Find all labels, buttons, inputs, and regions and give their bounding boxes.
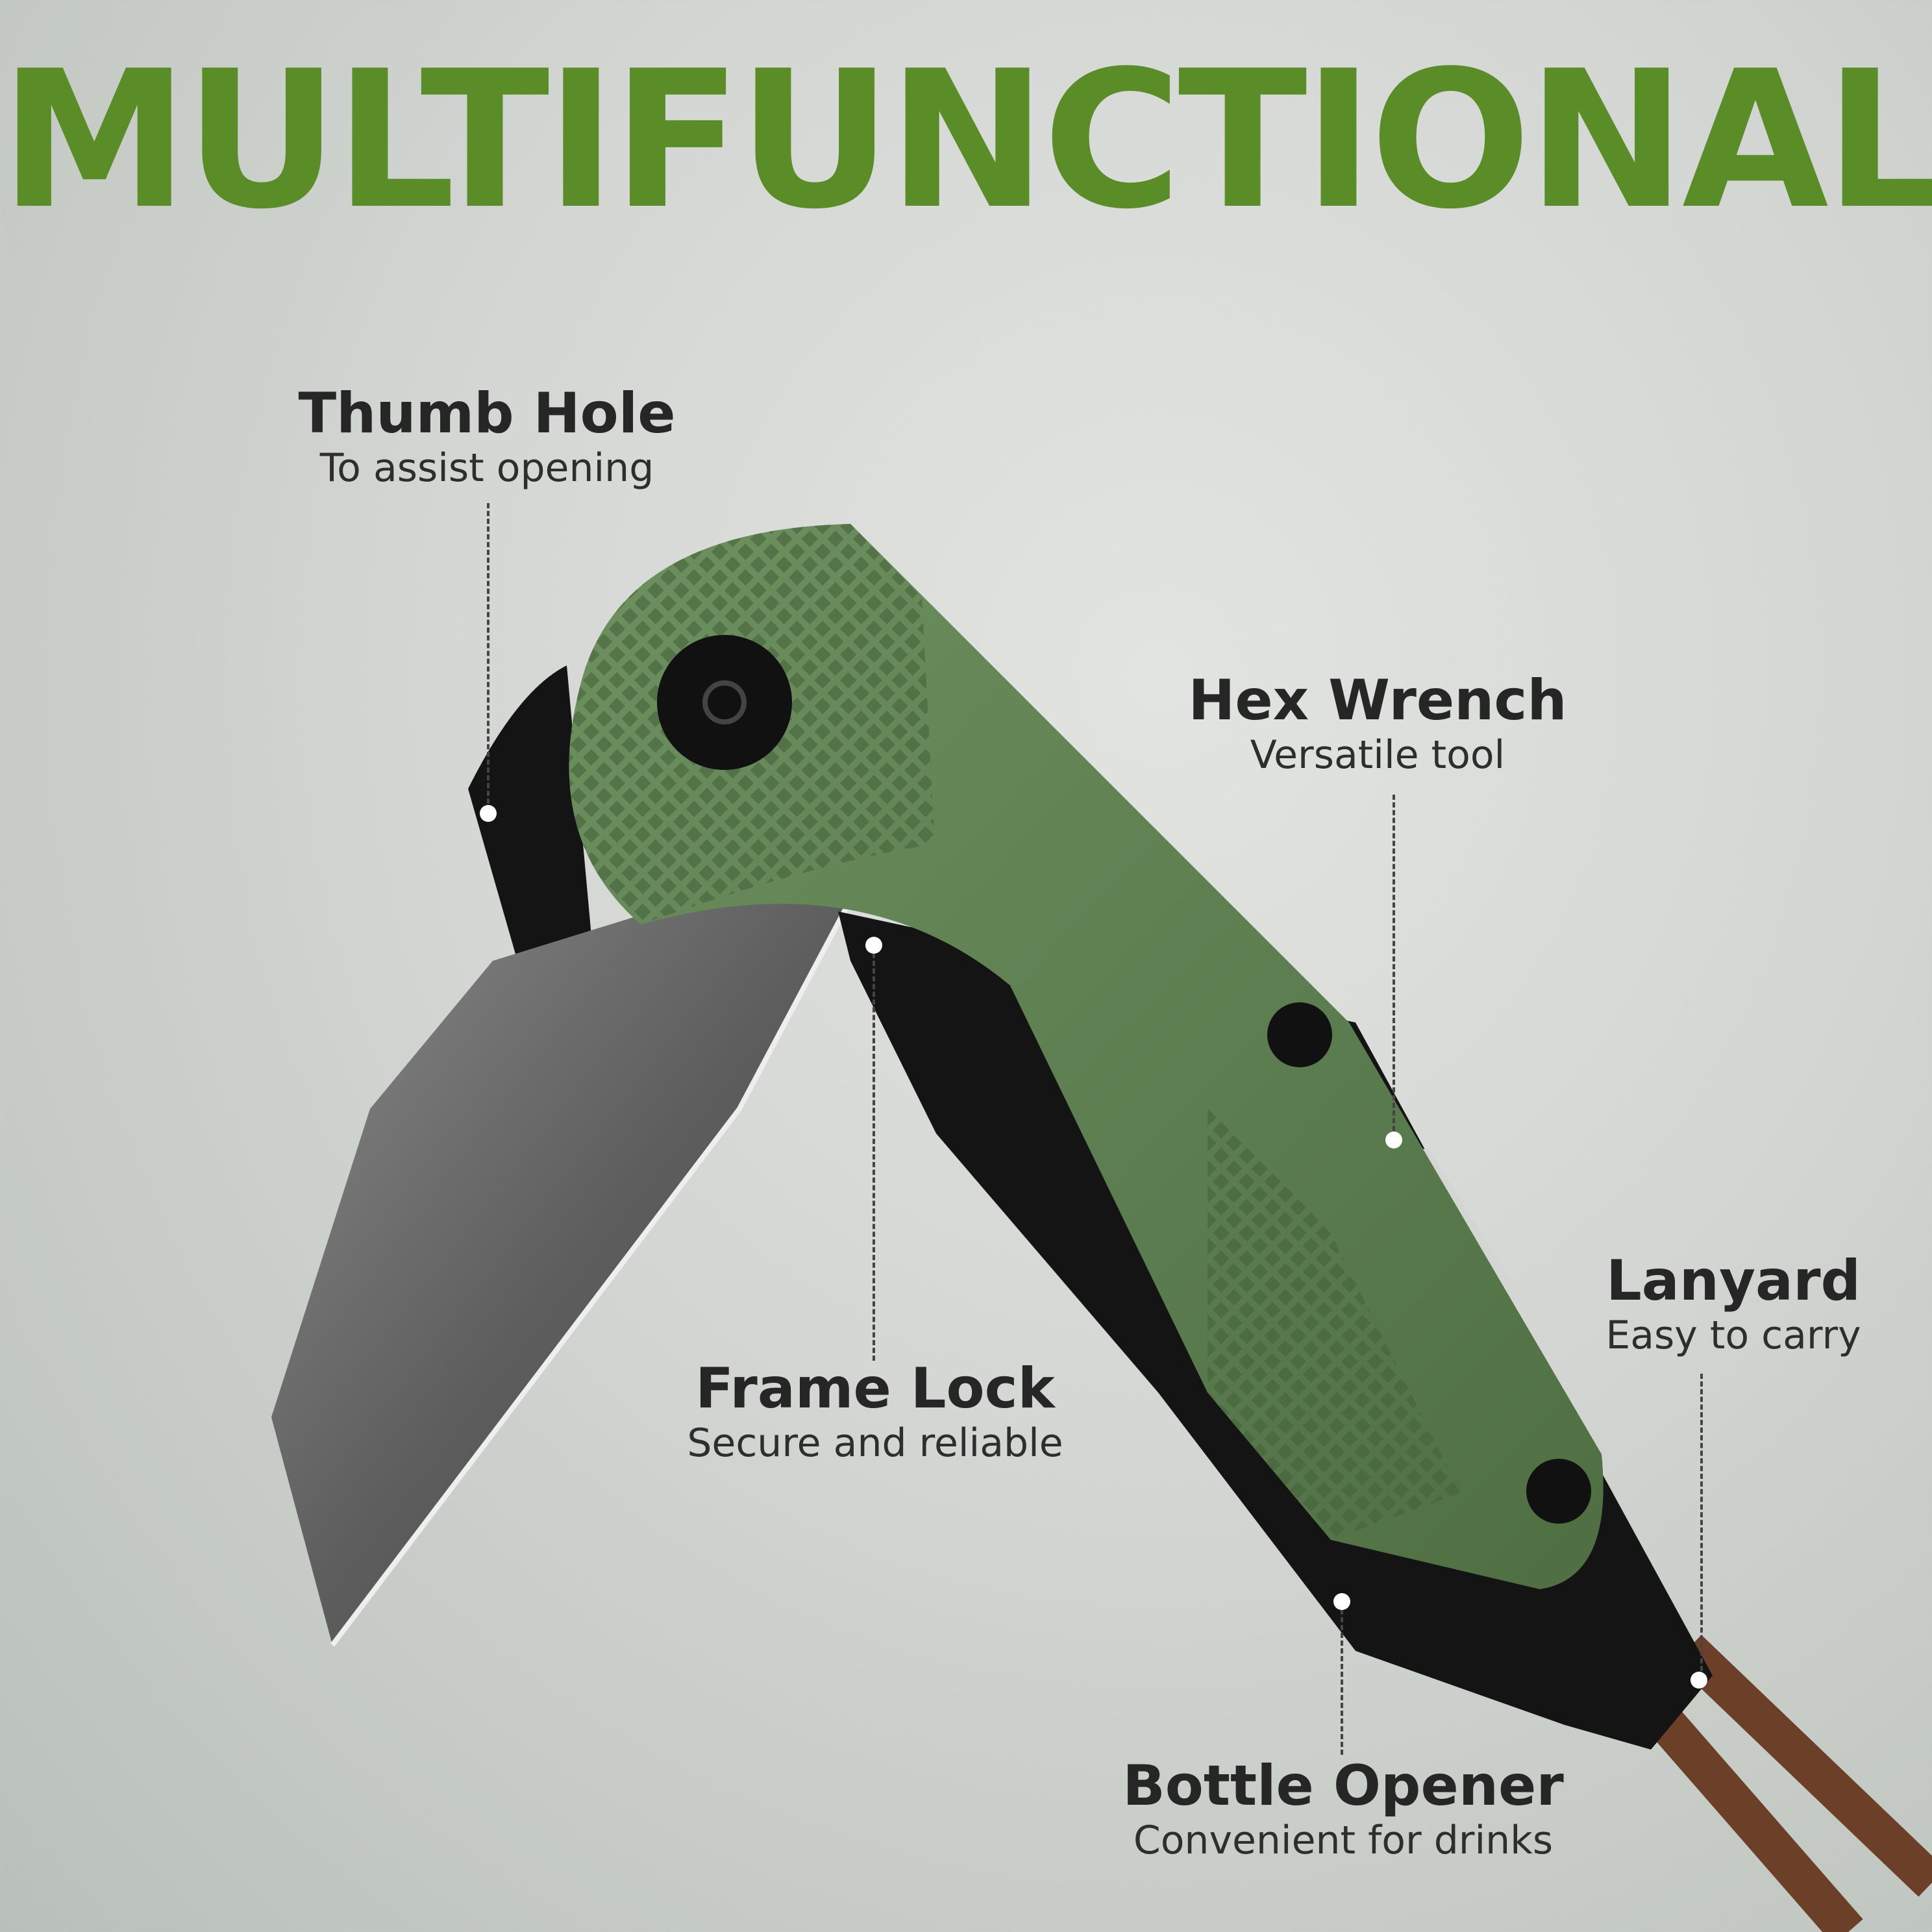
feature-thumb-hole: Thumb Hole To assist opening	[298, 383, 675, 491]
callout-line	[873, 945, 875, 1361]
callout-dot	[1385, 1132, 1402, 1148]
headline: MULTIFUNCTIONAL	[0, 30, 1932, 251]
callout-line	[487, 503, 489, 811]
thumb-hole-frame	[468, 665, 591, 961]
feature-hex-wrench: Hex Wrench Versatile tool	[1188, 670, 1567, 778]
callout-line	[1393, 795, 1395, 1139]
pivot-torx	[702, 680, 747, 724]
callout-dot	[1333, 1593, 1350, 1610]
feature-title: Frame Lock	[695, 1356, 1055, 1421]
pivot-screw	[657, 635, 792, 770]
feature-subtitle: To assist opening	[319, 445, 654, 491]
feature-title: Bottle Opener	[1122, 1753, 1564, 1818]
blade-edge	[330, 898, 853, 1647]
feature-lanyard: Lanyard Easy to carry	[1605, 1250, 1861, 1359]
handle-screw	[1267, 1002, 1332, 1067]
callout-dot	[1690, 1672, 1707, 1689]
callout-line	[1700, 1374, 1703, 1679]
callout-dot	[480, 805, 497, 822]
blade	[271, 900, 850, 1645]
handle-screw	[1526, 1459, 1591, 1524]
feature-subtitle: Easy to carry	[1605, 1312, 1861, 1358]
feature-title: Hex Wrench	[1188, 668, 1567, 733]
handle-texture	[1208, 1104, 1461, 1540]
feature-subtitle: Versatile tool	[1250, 732, 1505, 778]
feature-title: Lanyard	[1605, 1248, 1861, 1313]
feature-bottle-opener: Bottle Opener Convenient for drinks	[1122, 1755, 1564, 1864]
feature-frame-lock: Frame Lock Secure and reliable	[687, 1358, 1063, 1467]
feature-title: Thumb Hole	[298, 381, 676, 446]
feature-subtitle: Secure and reliable	[687, 1420, 1063, 1466]
callout-dot	[865, 937, 882, 954]
callout-line	[1341, 1602, 1343, 1755]
feature-subtitle: Convenient for drinks	[1133, 1817, 1554, 1863]
